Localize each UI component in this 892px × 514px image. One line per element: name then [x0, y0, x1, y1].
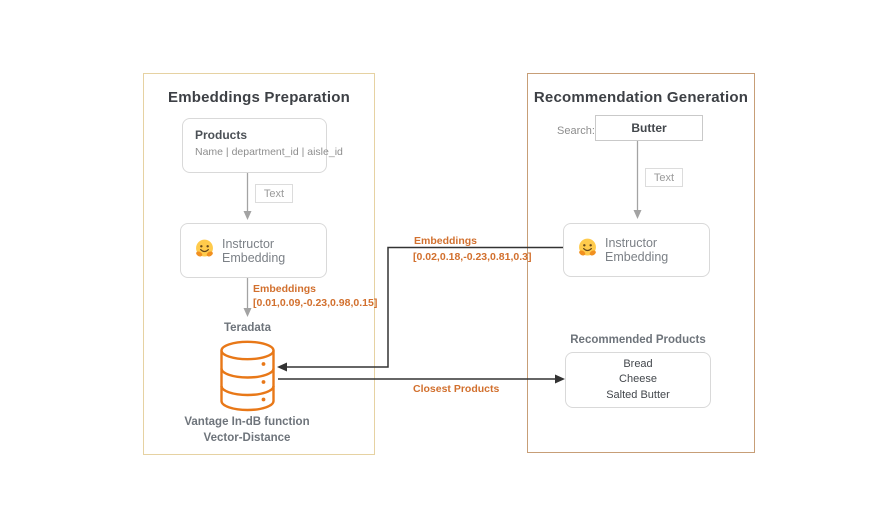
database-icon	[219, 340, 276, 418]
recommended-item: Cheese	[619, 373, 657, 386]
embeddings-connector-label: Embeddings	[414, 235, 478, 247]
search-label: Search:	[557, 125, 595, 137]
vantage-caption-line2: Vector-Distance	[203, 432, 291, 444]
instructor-embedding-label-left: Instructor Embedding	[222, 236, 286, 265]
recommended-item: Bread	[623, 357, 653, 370]
products-box-title: Products	[195, 128, 248, 142]
right-panel-title: Recommendation Generation	[533, 89, 749, 106]
vantage-caption-line1: Vantage In-dB function	[184, 416, 310, 428]
hugging-face-icon	[578, 238, 597, 262]
instructor-embedding-box-right: Instructor Embedding	[563, 223, 710, 277]
embeddings-vector-left: [0.01,0.09,-0.23,0.98,0.15]	[253, 297, 378, 309]
recommended-item: Salted Butter	[606, 388, 670, 401]
text-chip-right: Text	[645, 168, 683, 187]
embeddings-label-left: Embeddings	[253, 283, 317, 295]
search-input[interactable]: Butter	[595, 115, 703, 141]
teradata-label: Teradata	[223, 322, 272, 334]
recommended-products-box: Bread Cheese Salted Butter	[565, 352, 711, 408]
products-box-columns: Name | department_id | aisle_id	[195, 146, 343, 158]
recommended-products-title: Recommended Products	[570, 334, 706, 346]
left-panel-title: Embeddings Preparation	[168, 89, 350, 106]
embeddings-connector-vector: [0.02,0.18,-0.23,0.81,0.3]	[413, 251, 532, 263]
hugging-face-icon	[195, 239, 214, 263]
text-chip-left: Text	[255, 184, 293, 203]
instructor-embedding-label-right: Instructor Embedding	[605, 236, 669, 264]
instructor-embedding-box-left: Instructor Embedding	[180, 223, 327, 278]
products-box: Products Name | department_id | aisle_id	[182, 118, 343, 173]
closest-products-label: Closest Products	[413, 383, 500, 395]
